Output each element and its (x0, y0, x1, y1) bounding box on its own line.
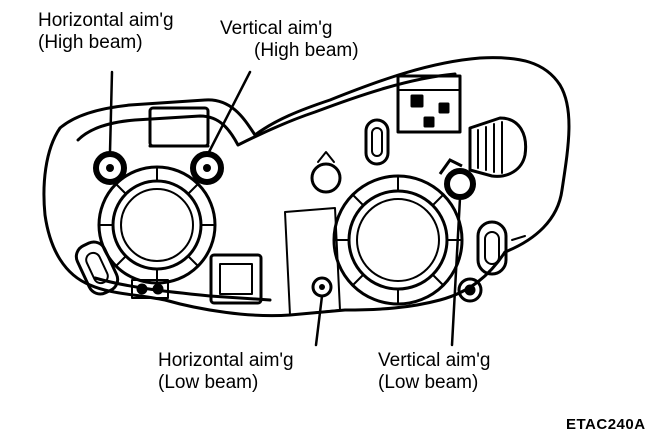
low-adjuster-panel (284, 207, 341, 316)
label-low-horizontal-line1: Horizontal aim'g (158, 350, 294, 371)
mount-slot-right (476, 220, 508, 276)
label-low-horizontal: Horizontal aim'g (Low beam) (158, 350, 294, 394)
label-high-vertical-line2: (High beam) (254, 40, 359, 61)
right-fastener (457, 277, 483, 303)
low-beam-reflector-core (356, 198, 440, 282)
top-bracket (148, 106, 210, 148)
label-high-vertical: Vertical aim'g (High beam) (220, 18, 359, 62)
leader-low-horizontal (314, 294, 324, 347)
lower-tabs (131, 279, 169, 299)
adjusters (93, 151, 476, 298)
low-beam-ribs (333, 175, 463, 305)
housing-outline (42, 56, 571, 318)
label-low-horizontal-line2: (Low beam) (158, 372, 259, 393)
label-high-vertical-line1: Vertical aim'g (220, 18, 333, 39)
label-low-vertical: Vertical aim'g (Low beam) (378, 350, 490, 394)
label-high-horizontal-line2: (High beam) (38, 32, 143, 53)
mount-slot-upper (364, 118, 390, 166)
connector-block (396, 74, 462, 134)
label-low-vertical-line1: Vertical aim'g (378, 350, 491, 371)
leader-low-vertical (450, 196, 462, 347)
mount-slot-left (74, 240, 120, 296)
bulb-clip (310, 162, 342, 194)
label-low-vertical-line2: (Low beam) (378, 372, 479, 393)
lower-socket (209, 253, 263, 305)
lower-flange (93, 276, 272, 302)
bulb-socket (468, 116, 528, 178)
high-beam-reflector-core (120, 188, 194, 262)
housing-inner-line (76, 72, 457, 147)
leader-high-vertical (207, 70, 252, 154)
label-high-horizontal: Horizontal aim'g (High beam) (38, 10, 174, 54)
high-beam-ribs (98, 166, 216, 284)
label-high-horizontal-line1: Horizontal aim'g (38, 10, 174, 31)
figure-code: ETAC240A (566, 416, 646, 433)
low-vertical-adjuster (444, 168, 476, 200)
leader-high-horizontal (108, 70, 114, 154)
